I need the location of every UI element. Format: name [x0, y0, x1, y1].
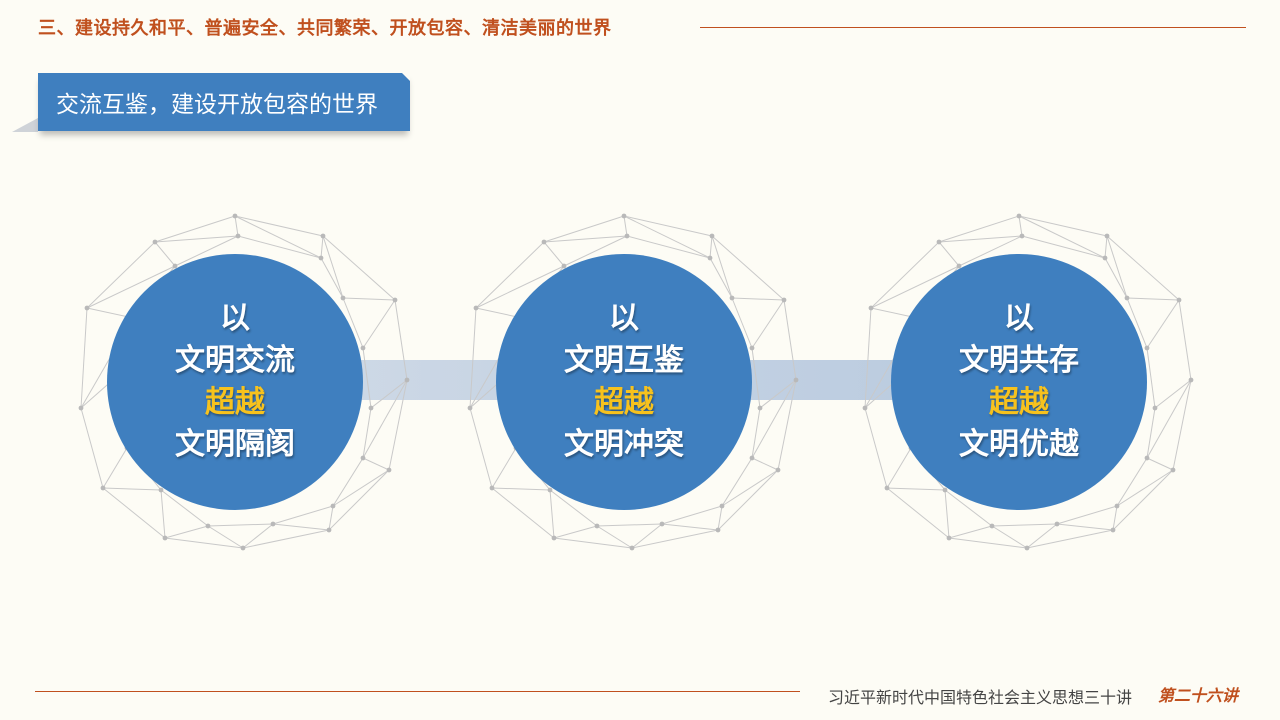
- circle-1-line-2: 文明交流: [175, 343, 295, 378]
- circle-3-line-2: 文明共存: [959, 343, 1079, 378]
- subtitle-fold: [12, 118, 38, 132]
- header-divider: [700, 27, 1246, 28]
- footer-lecture-number: 第二十六讲: [1158, 686, 1239, 705]
- circle-3-line-4: 文明优越: [959, 427, 1079, 462]
- circle-2-line-2: 文明互鉴: [564, 343, 684, 378]
- circle-1-line-3: 超越: [205, 385, 265, 420]
- subtitle-banner: 交流互鉴，建设开放包容的世界: [38, 73, 410, 131]
- subtitle-text: 交流互鉴，建设开放包容的世界: [56, 92, 378, 118]
- circle-1-line-4: 文明隔阂: [175, 427, 295, 462]
- circle-3-line-1: 以: [1004, 301, 1034, 336]
- footer-series-title: 习近平新时代中国特色社会主义思想三十讲: [828, 688, 1133, 707]
- circle-2-line-3: 超越: [594, 385, 654, 420]
- circle-cluster-3: 以 文明共存 超越 文明优越: [857, 208, 1197, 553]
- circle-cluster-2: 以 文明互鉴 超越 文明冲突: [462, 208, 802, 553]
- circle-3-line-3: 超越: [989, 385, 1049, 420]
- section-title: 三、建设持久和平、普遍安全、共同繁荣、开放包容、清洁美丽的世界: [38, 18, 612, 39]
- circle-3: 以 文明共存 超越 文明优越: [891, 254, 1147, 510]
- circle-2: 以 文明互鉴 超越 文明冲突: [496, 254, 752, 510]
- circle-cluster-1: 以 文明交流 超越 文明隔阂: [73, 208, 413, 553]
- circle-1: 以 文明交流 超越 文明隔阂: [107, 254, 363, 510]
- circle-1-line-1: 以: [220, 301, 250, 336]
- circle-2-line-1: 以: [609, 301, 639, 336]
- circle-2-line-4: 文明冲突: [564, 427, 684, 462]
- footer-divider: [35, 691, 800, 692]
